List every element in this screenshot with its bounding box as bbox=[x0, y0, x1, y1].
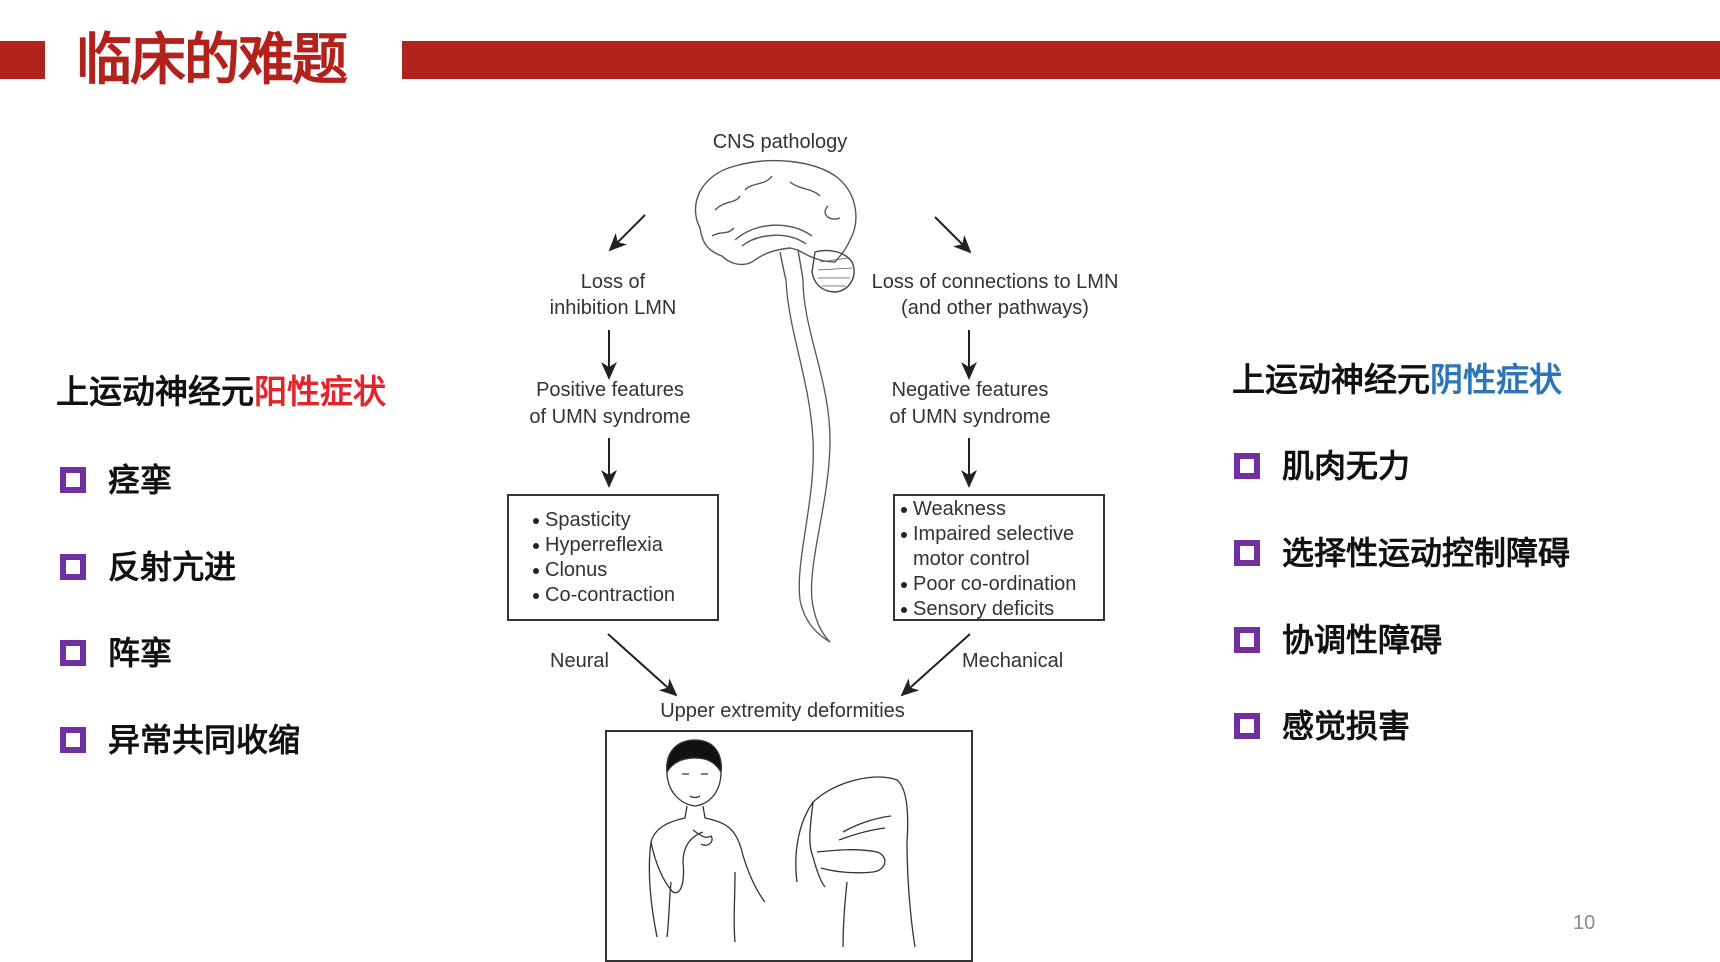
neural-arrow bbox=[607, 633, 678, 697]
loss-of-inhibition-line2: inhibition LMN bbox=[549, 297, 677, 319]
positive-features-box: Spasticity Hyperreflexia Clonus Co-contr… bbox=[507, 494, 719, 621]
square-bullet-icon bbox=[1234, 627, 1260, 653]
slide-title: 临床的难题 bbox=[76, 28, 348, 93]
negative-symptoms-heading: 上运动神经元阴性症状 bbox=[1232, 360, 1562, 400]
positive-symptom-item: 反射亢进 bbox=[60, 547, 236, 587]
bullet-dot-icon bbox=[533, 542, 539, 549]
square-bullet-icon bbox=[1234, 453, 1260, 479]
negative-symptom-item: 感觉损害 bbox=[1234, 706, 1410, 746]
bullet-dot-icon bbox=[901, 581, 907, 588]
brain-icon bbox=[694, 159, 857, 293]
mechanical-arrow bbox=[900, 633, 971, 697]
mechanical-label: Mechanical bbox=[962, 650, 1064, 672]
title-bar-right bbox=[402, 41, 1720, 79]
negative-features-box: Weakness Impaired selective motor contro… bbox=[893, 494, 1105, 621]
spinal-cord-icon bbox=[785, 279, 831, 643]
symptom-label: 异常共同收缩 bbox=[108, 721, 301, 759]
positive-features-line1: Positive features bbox=[536, 379, 684, 401]
square-bullet-icon bbox=[1234, 540, 1260, 566]
bullet-dot-icon bbox=[901, 506, 907, 513]
negative-feature-item: Weakness bbox=[901, 497, 1103, 522]
page-number: 10 bbox=[1573, 912, 1596, 934]
positive-feature-item: Co-contraction bbox=[533, 583, 717, 608]
cns-pathology-label: CNS pathology bbox=[712, 131, 848, 153]
loss-of-connections-line1: Loss of connections to LMN bbox=[871, 271, 1119, 293]
negative-symptom-item: 选择性运动控制障碍 bbox=[1234, 533, 1570, 573]
positive-feature-item: Hyperreflexia bbox=[533, 533, 717, 558]
bullet-dot-icon bbox=[901, 531, 907, 538]
symptom-label: 肌肉无力 bbox=[1282, 447, 1411, 485]
loss-of-connections-line2: (and other pathways) bbox=[901, 297, 1089, 319]
positive-symptoms-heading: 上运动神经元阳性症状 bbox=[56, 372, 386, 412]
square-bullet-icon bbox=[1234, 713, 1260, 739]
deformity-illustration bbox=[605, 730, 973, 962]
heading-highlight-positive: 阳性症状 bbox=[254, 372, 386, 411]
positive-symptom-item: 异常共同收缩 bbox=[60, 720, 300, 760]
heading-highlight-negative: 阴性症状 bbox=[1430, 360, 1562, 399]
positive-symptom-item: 痉挛 bbox=[60, 460, 172, 500]
square-bullet-icon bbox=[60, 640, 86, 666]
child-arm-deformity-illustration bbox=[648, 739, 916, 948]
positive-symptom-item: 阵挛 bbox=[60, 633, 172, 673]
bullet-dot-icon bbox=[533, 567, 539, 574]
heading-prefix: 上运动神经元 bbox=[56, 372, 254, 411]
negative-features-line2: of UMN syndrome bbox=[889, 406, 1051, 428]
loss-of-inhibition-line1: Loss of bbox=[580, 271, 646, 293]
arrow-to-loss-of-connections bbox=[934, 216, 972, 254]
title-bar-left bbox=[0, 41, 45, 79]
symptom-label: 协调性障碍 bbox=[1282, 621, 1443, 659]
symptom-label: 反射亢进 bbox=[108, 548, 237, 586]
symptom-label: 选择性运动控制障碍 bbox=[1282, 534, 1571, 572]
negative-feature-item: Poor co-ordination bbox=[901, 572, 1103, 597]
symptom-label: 痉挛 bbox=[108, 461, 173, 499]
square-bullet-icon bbox=[60, 554, 86, 580]
negative-symptom-item: 协调性障碍 bbox=[1234, 620, 1442, 660]
arrow-to-loss-of-inhibition bbox=[608, 214, 646, 252]
negative-feature-item: Impaired selective bbox=[901, 522, 1103, 547]
negative-symptom-item: 肌肉无力 bbox=[1234, 446, 1410, 486]
symptom-label: 阵挛 bbox=[108, 634, 173, 672]
positive-feature-item: Clonus bbox=[533, 558, 717, 583]
bullet-dot-icon bbox=[901, 606, 907, 613]
negative-feature-item-continued: motor control bbox=[913, 548, 1030, 570]
neural-label: Neural bbox=[550, 650, 609, 672]
bullet-dot-icon bbox=[533, 592, 539, 599]
negative-features-line1: Negative features bbox=[891, 379, 1049, 401]
square-bullet-icon bbox=[60, 467, 86, 493]
upper-extremity-deformities-label: Upper extremity deformities bbox=[660, 700, 905, 722]
symptom-label: 感觉损害 bbox=[1282, 707, 1411, 745]
square-bullet-icon bbox=[60, 727, 86, 753]
positive-feature-item: Spasticity bbox=[533, 508, 717, 533]
heading-prefix: 上运动神经元 bbox=[1232, 360, 1430, 399]
bullet-dot-icon bbox=[533, 517, 539, 524]
positive-features-line2: of UMN syndrome bbox=[529, 406, 691, 428]
negative-feature-item: Sensory deficits bbox=[901, 597, 1103, 622]
